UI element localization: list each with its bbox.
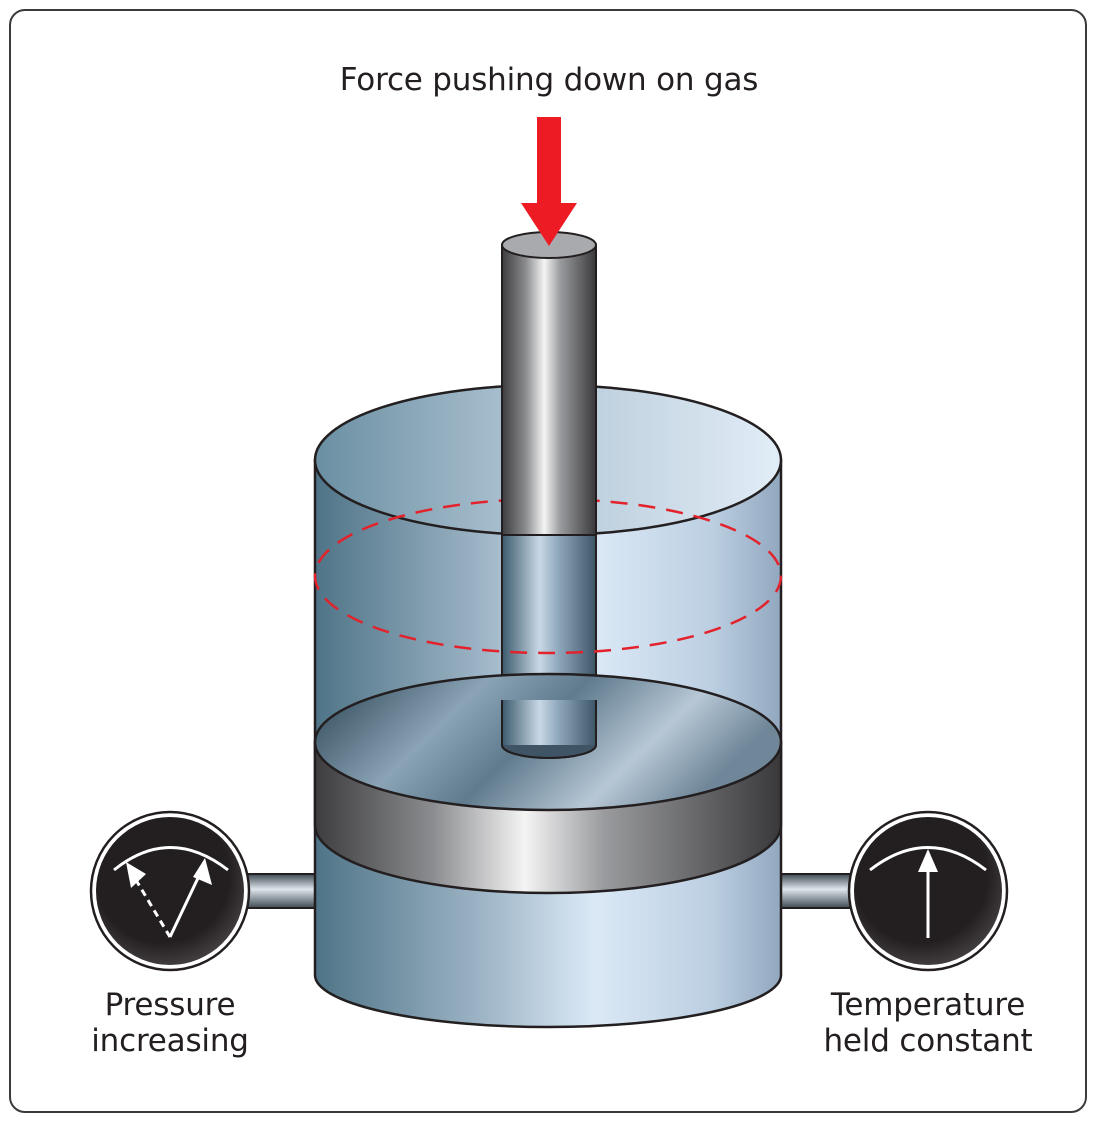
pressure-label-line2: increasing — [91, 1023, 249, 1059]
left-pipe — [244, 873, 321, 909]
new-needle-head — [193, 858, 212, 885]
temperature-gauge-icon — [847, 810, 1009, 972]
rod-bottom-segment — [502, 700, 596, 745]
piston-rod-upper — [501, 244, 597, 536]
rod-bottom-outline — [501, 700, 597, 759]
temperature-label-line2: held constant — [823, 1023, 1033, 1059]
pressure-label-line1: Pressure — [104, 987, 236, 1023]
temperature-label: Temperature held constant — [800, 987, 1056, 1059]
pressure-gauge-icon — [89, 810, 251, 972]
force-label: Force pushing down on gas — [339, 62, 759, 98]
temperature-label-line1: Temperature — [830, 987, 1026, 1023]
right-pipe — [777, 873, 854, 909]
pressure-label: Pressure increasing — [60, 987, 280, 1059]
old-needle-head — [126, 862, 146, 888]
force-arrow-icon — [521, 117, 577, 246]
previous-piston-position — [313, 497, 783, 655]
